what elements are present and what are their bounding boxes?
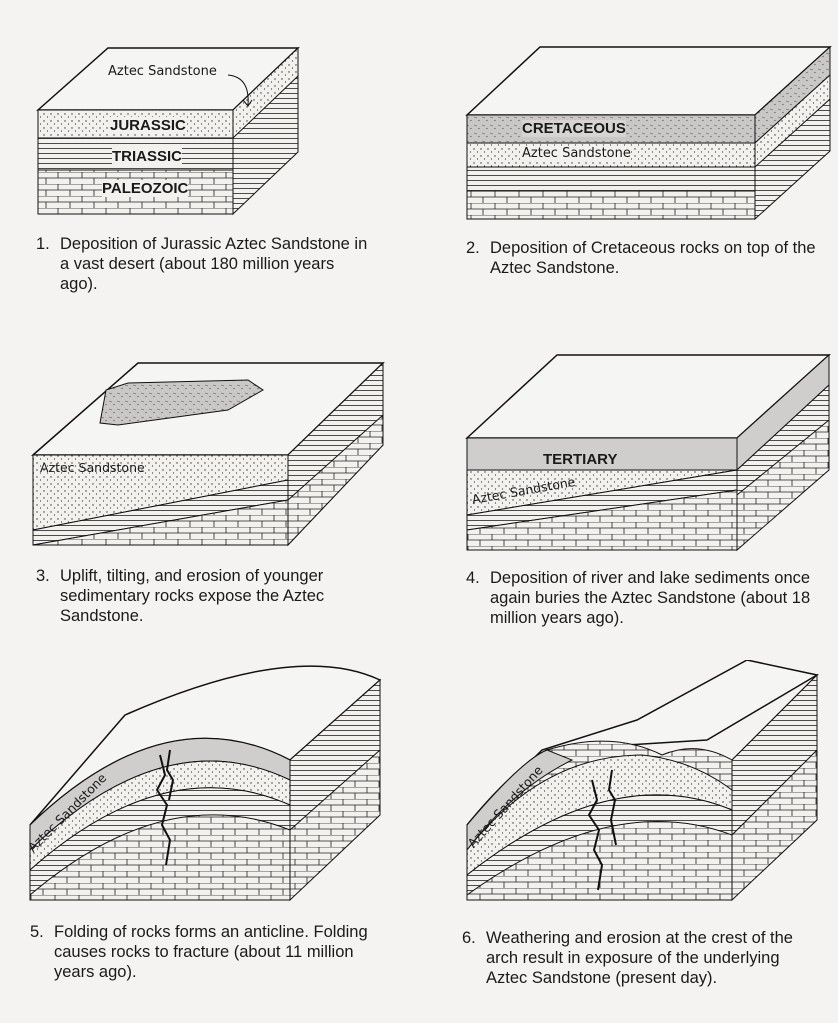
caption-1: 1.Deposition of Jurassic Aztec Sandstone…	[36, 235, 368, 293]
tertiary-label: TERTIARY	[543, 451, 618, 468]
paleozoic-label: PALEOZOIC	[102, 180, 189, 197]
caption-5: 5.Folding of rocks forms an anticline. F…	[30, 923, 368, 981]
cretaceous-label: CRETACEOUS	[522, 120, 626, 137]
aztec-sandstone-label: Aztec Sandstone	[40, 460, 145, 475]
caption-2: 2.Deposition of Cretaceous rocks on top …	[466, 239, 816, 277]
diagram-step-3	[31, 361, 385, 547]
aztec-sandstone-label: Aztec Sandstone	[108, 64, 217, 79]
caption-4: 4.Deposition of river and lake sediments…	[466, 569, 811, 627]
caption-3: 3.Uplift, tilting, and erosion of younge…	[36, 567, 325, 625]
diagram-step-2	[465, 45, 832, 221]
diagram-step-4	[465, 353, 831, 552]
diagram-step-5	[29, 665, 382, 902]
diagram-step-6	[466, 660, 820, 902]
caption-6: 6.Weathering and erosion at the crest of…	[462, 929, 793, 987]
jurassic-label: JURASSIC	[110, 117, 186, 134]
aztec-sandstone-label: Aztec Sandstone	[522, 146, 631, 161]
triassic-label: TRIASSIC	[112, 148, 183, 165]
